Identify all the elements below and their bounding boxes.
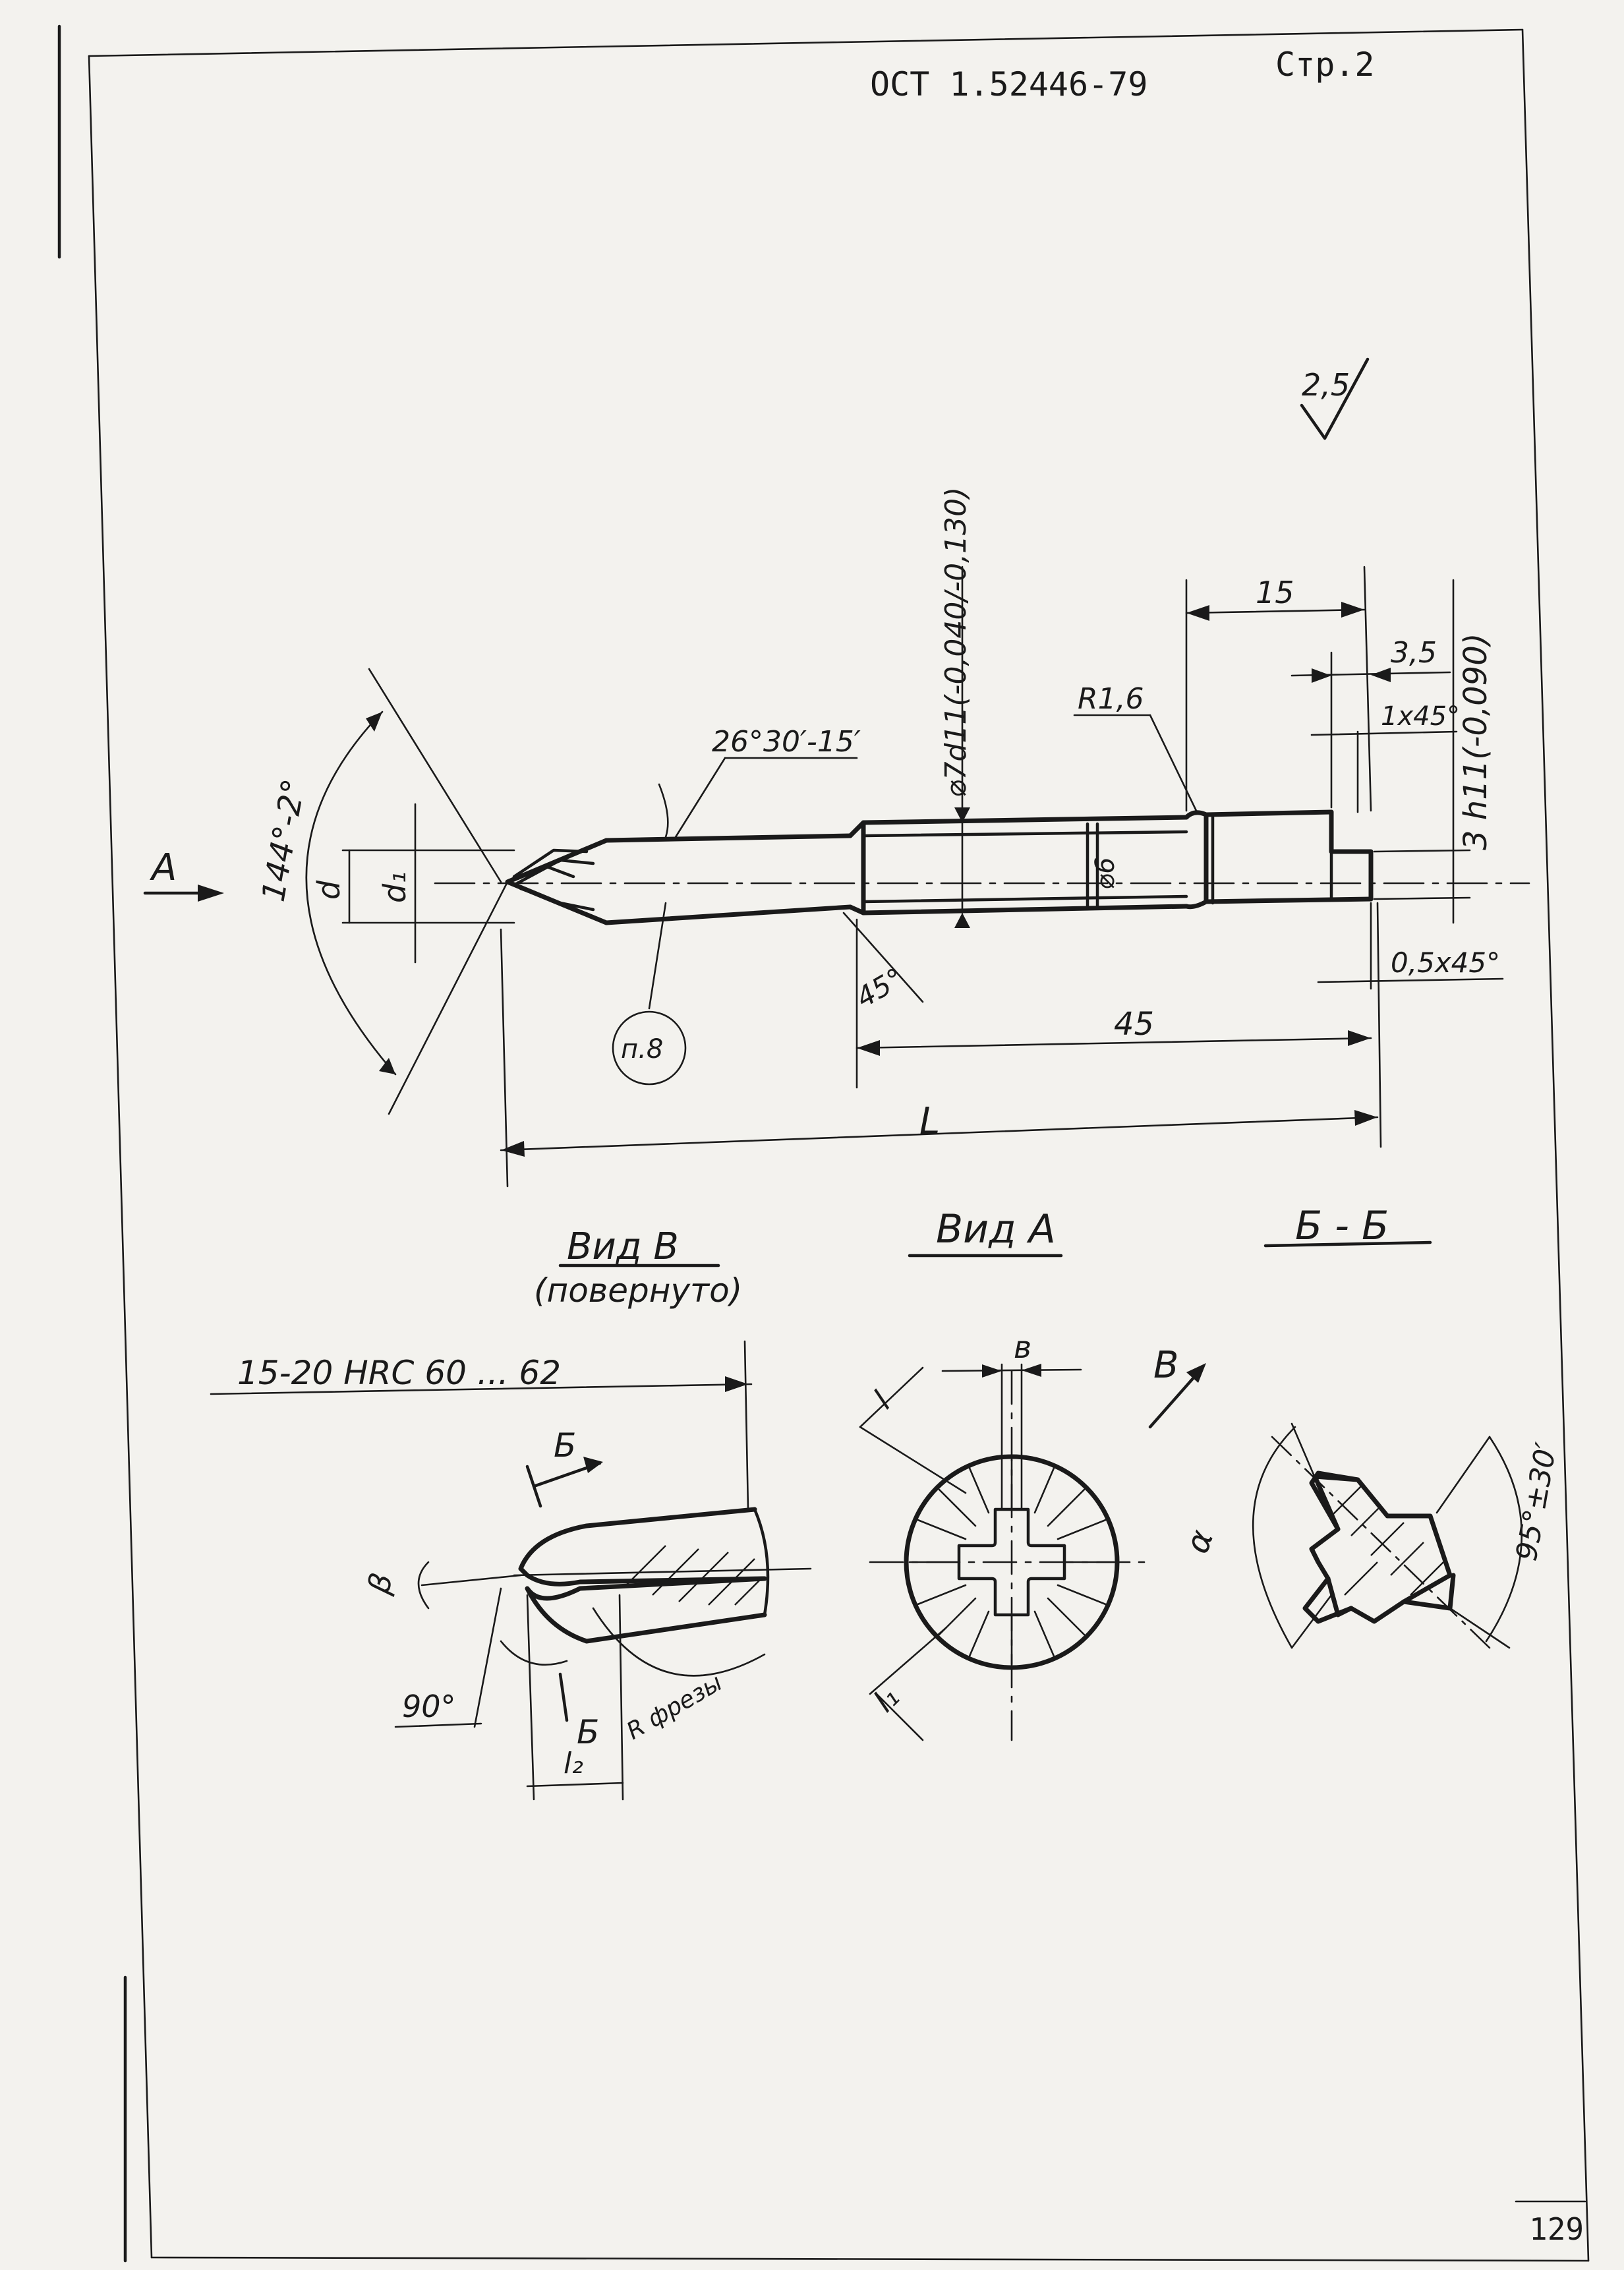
- view-b-title: Вид В: [567, 1225, 679, 1268]
- standard-number: ОСТ 1.52446-79: [870, 65, 1147, 103]
- chamfer-1x45-label: 1x45°: [1381, 701, 1460, 732]
- groove-diameter-label: ⌀6: [1090, 857, 1120, 890]
- section-mark-top: Б: [554, 1426, 576, 1465]
- cone-angle-label: 26°30′-15′: [712, 725, 861, 759]
- l-label: l: [867, 1384, 898, 1415]
- view-a-arrow-label: А: [150, 846, 177, 889]
- page-label: Стр.2: [1275, 45, 1375, 84]
- tip-angle-label: 144°-2°: [255, 776, 313, 904]
- d-label: d: [311, 880, 347, 900]
- b-label: в: [1014, 1329, 1031, 1365]
- hardness-label: 15-20 HRC 60 ... 62: [237, 1354, 561, 1392]
- section-bb: α 95°±30′: [1178, 1422, 1563, 1649]
- view-b-subtitle: (повернуто): [534, 1271, 742, 1310]
- alpha-label: α: [1178, 1525, 1221, 1558]
- view-b-arrow-label: В: [1153, 1344, 1178, 1387]
- chamfer-45-label: 45°: [851, 962, 910, 1014]
- view-b: 15-20 HRC 60 ... 62 Б Б β 90°: [210, 1340, 812, 1801]
- view-a-title: Вид А: [936, 1206, 1056, 1252]
- page-number: 129: [1529, 2211, 1584, 2247]
- roughness-symbol: 2,5: [1300, 357, 1370, 440]
- main-view: 144°-2° А d d₁ 26°30′-15′ ⌀7d11(-0,040/-…: [143, 487, 1530, 1188]
- l1-label: l₁: [867, 1679, 906, 1719]
- l2-label: l₂: [564, 1747, 583, 1780]
- angle-beta-label: β: [361, 1569, 400, 1598]
- note-reference: п.8: [621, 1034, 663, 1064]
- length-L-label: L: [919, 1100, 940, 1143]
- length-15-label: 15: [1256, 575, 1294, 610]
- view-a: в l l₁ В: [859, 1329, 1206, 1741]
- length-3-5-label: 3,5: [1391, 636, 1437, 670]
- angle-90-label: 90°: [402, 1689, 456, 1724]
- roughness-value: 2,5: [1302, 367, 1350, 403]
- length-45-label: 45: [1114, 1006, 1154, 1043]
- shank-diameter-label: ⌀7d11(-0,040/-0,130): [939, 487, 973, 798]
- d1-label: d₁: [377, 871, 413, 903]
- flat-3h11-label: 3 h11(-0,090): [1457, 633, 1494, 850]
- hatching: [625, 1545, 762, 1606]
- section-mark-bottom: Б: [577, 1713, 599, 1751]
- sheet-frame: [57, 24, 1590, 2263]
- section-bb-title: Б - Б: [1295, 1203, 1389, 1249]
- radius-label: R1,6: [1078, 682, 1144, 716]
- chamfer-05x45-label: 0,5x45°: [1391, 946, 1500, 979]
- cutter-radius-label: R фрезы: [622, 1669, 727, 1745]
